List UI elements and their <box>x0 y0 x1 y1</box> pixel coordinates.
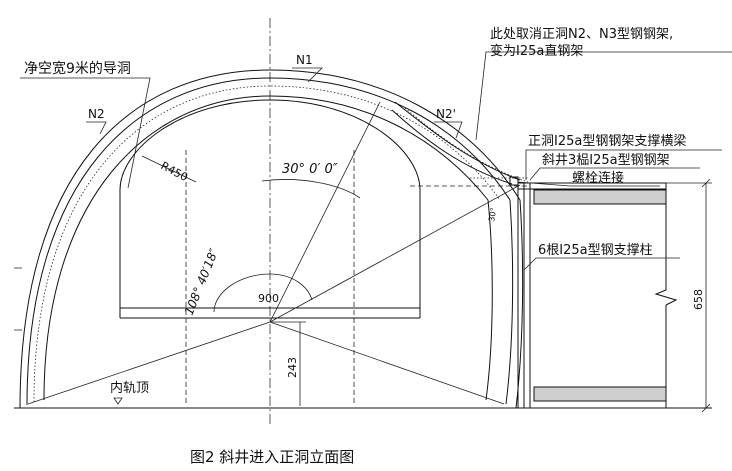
label-support-columns: 6根I25a型钢支撑柱 <box>538 243 653 258</box>
label-dim-243: 243 <box>286 357 299 378</box>
leader-guide-hole <box>20 77 151 189</box>
top-beam-hatch <box>533 189 667 205</box>
leader-n1 <box>292 67 323 83</box>
label-guide-hole: 净空宽9米的导洞 <box>24 60 131 77</box>
left-edge-ticks <box>14 267 22 331</box>
label-dim-900: 900 <box>258 292 279 305</box>
angle-arc-108 <box>213 273 313 313</box>
outer-arch-ring-1 <box>19 69 521 409</box>
radial-to-left-bottom <box>27 321 271 405</box>
rail-top-marker <box>113 397 123 405</box>
main-lining-right-side-inner2 <box>485 199 493 401</box>
label-dim-658: 658 <box>692 289 705 310</box>
label-note-line1: 此处取消正洞N2、N3型钢钢架, <box>490 27 673 42</box>
radial-to-right-bottom <box>269 321 505 405</box>
outer-arch-ring-4 <box>43 95 489 401</box>
radius-leader <box>141 155 197 183</box>
label-n1: N1 <box>296 53 313 67</box>
leader-note <box>475 51 732 141</box>
guide-hole-outline <box>119 99 421 308</box>
break-symbol <box>654 289 678 306</box>
bottom-beam-hatch <box>533 386 667 402</box>
leader-main-beam <box>525 149 722 180</box>
label-angle-30: 30° 0′ 0″ <box>282 162 338 177</box>
radial-to-right-junction <box>269 184 521 323</box>
bolt-connection <box>509 176 519 186</box>
leader-n2 <box>86 121 107 135</box>
label-n2-prime: N2' <box>436 107 456 121</box>
radial-to-crown-right <box>269 101 381 323</box>
incline-roof-dotted <box>404 107 529 183</box>
main-lining-right-side-inner <box>505 199 514 405</box>
leader-n2-prime <box>434 121 463 139</box>
main-lining-right-side <box>515 199 524 409</box>
caption: 图2 斜井进入正洞立面图 <box>190 448 354 466</box>
label-rail-top: 内轨顶 <box>110 380 149 396</box>
label-dim-30: 30° <box>487 207 498 223</box>
label-angle-108: 108° 40′18″ <box>182 246 222 317</box>
dim-658-ticks <box>701 178 711 413</box>
angle-arc-30 <box>261 179 361 199</box>
label-main-support-beam: 正洞I25a型钢钢架支撑横梁 <box>528 134 686 149</box>
leader-incline-frames <box>529 167 700 181</box>
label-n2: N2 <box>88 107 105 121</box>
label-bolt-connection: 螺栓连接 <box>572 170 624 186</box>
label-note-line2: 变为I25a直钢架 <box>490 43 583 59</box>
outer-arch-ring-2 <box>26 77 511 406</box>
incline-roof-line-1 <box>394 101 521 181</box>
label-incline-frames: 斜井3榀I25a型钢钢架 <box>542 153 670 168</box>
leader-bolt <box>517 181 660 187</box>
incline-roof-line-2 <box>391 109 513 185</box>
leader-support-columns <box>523 257 680 271</box>
outer-arch-ring-3 <box>33 85 501 403</box>
label-radius: R450 <box>159 159 190 184</box>
